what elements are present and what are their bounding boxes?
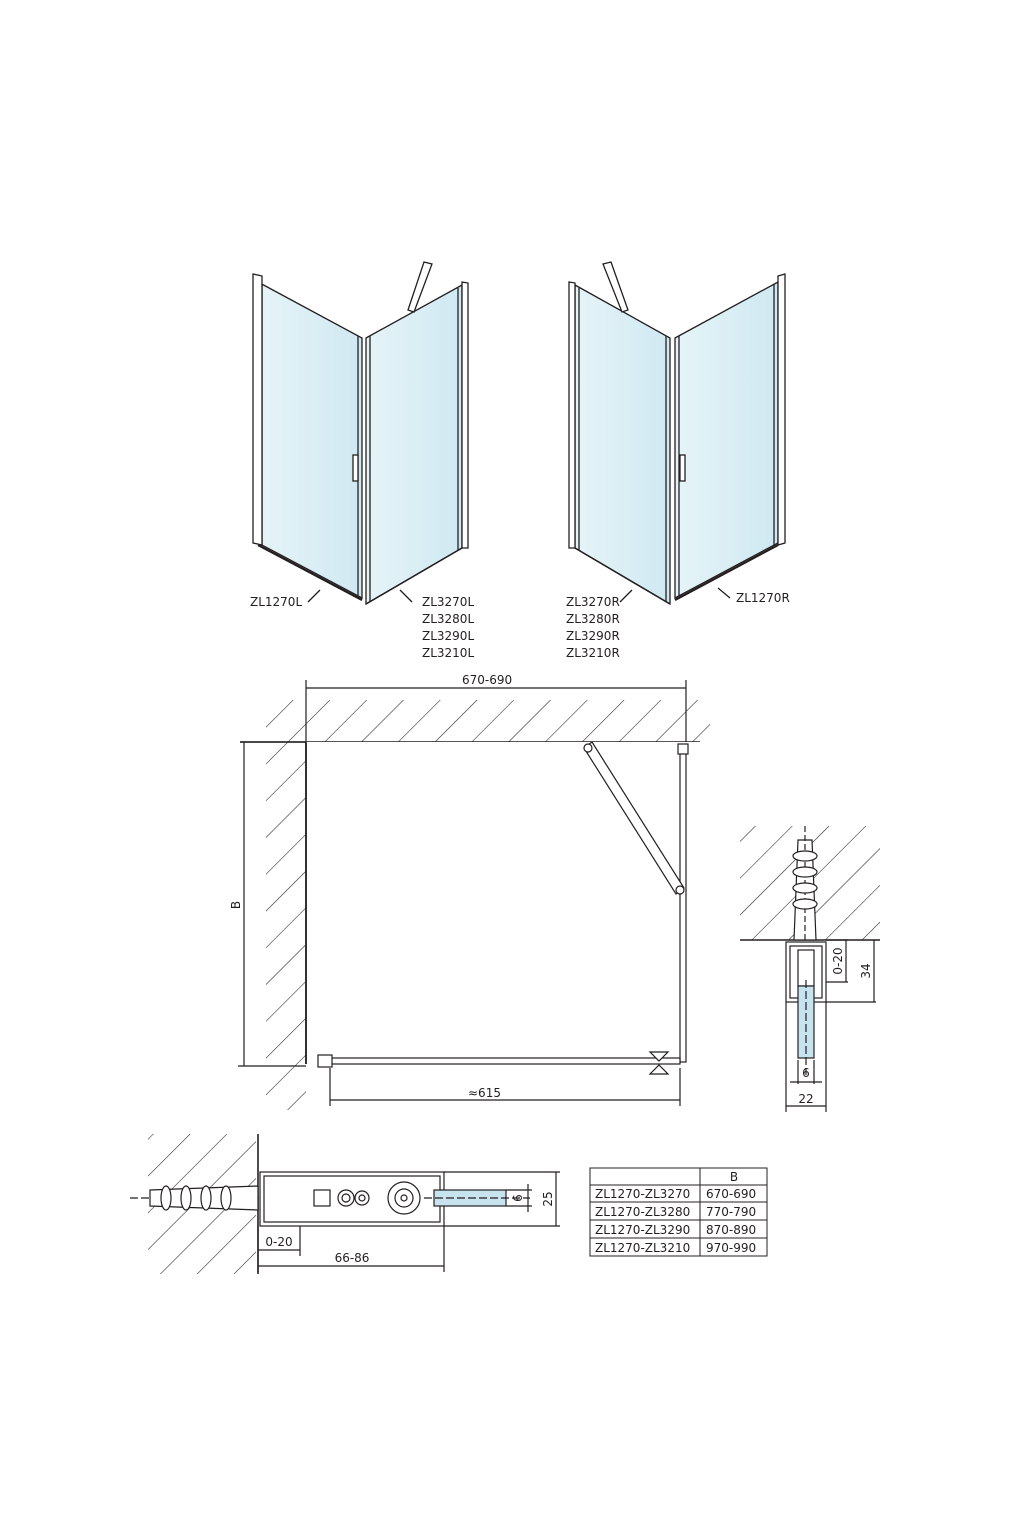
- panel-code-right-2: ZL3290R: [566, 629, 620, 643]
- size-table: [589, 1167, 768, 1257]
- table-row-0-model: ZL1270-ZL3270: [595, 1187, 690, 1201]
- detail-bottom-glass-dim: 6: [511, 1194, 525, 1202]
- detail-bottom: [130, 1134, 560, 1274]
- table-rows: ZL1270-ZL3270 670-690 ZL1270-ZL3280 770-…: [595, 1187, 756, 1255]
- stabilizer-bar-right: [602, 261, 629, 313]
- plan-width-dim: 670-690: [462, 673, 512, 687]
- panel-code-left-1: ZL3280L: [422, 612, 474, 626]
- enclosure-right-3d: [568, 261, 786, 606]
- door-glass-left: [257, 280, 363, 600]
- detail-side-adjust-dim: 0-20: [831, 947, 845, 974]
- door-handle-right: [679, 454, 686, 482]
- plan-depth-dim: B: [229, 901, 243, 909]
- panel-code-left-3: ZL3210L: [422, 646, 474, 660]
- table-row-2-model: ZL1270-ZL3290: [595, 1223, 690, 1237]
- table-row-2-b: 870-890: [706, 1223, 756, 1237]
- detail-side: [740, 826, 880, 1112]
- panel-codes-left: ZL3270L ZL3280L ZL3290L ZL3210L: [422, 595, 474, 660]
- table-row-0-b: 670-690: [706, 1187, 756, 1201]
- plan-door-dim: ≈615: [468, 1086, 501, 1100]
- detail-side-width-dim: 22: [798, 1092, 813, 1106]
- detail-side-profile-dim: 34: [859, 963, 873, 978]
- door-code-right: ZL1270R: [736, 591, 790, 605]
- table-row-3-b: 970-990: [706, 1241, 756, 1255]
- door-glass-right: [674, 280, 779, 600]
- stabilizer-bar-left: [407, 261, 433, 313]
- panel-code-right-1: ZL3280R: [566, 612, 620, 626]
- detail-bottom-adjust-dim: 0-20: [265, 1235, 292, 1249]
- door-code-left: ZL1270L: [250, 595, 302, 609]
- table-header-b: B: [730, 1170, 738, 1184]
- plan-view: [238, 680, 710, 1110]
- detail-bottom-height-dim: 25: [541, 1191, 555, 1206]
- enclosure-left-3d: [252, 261, 469, 606]
- panel-code-left-2: ZL3290L: [422, 629, 474, 643]
- wall-profile-top-right: [677, 743, 689, 755]
- panel-codes-right: ZL3270R ZL3280R ZL3290R ZL3210R: [566, 595, 620, 660]
- wall-left-hatch: [266, 742, 306, 1110]
- wall-top-hatch: [266, 700, 710, 742]
- door-handle-left: [352, 454, 359, 482]
- table-row-1-b: 770-790: [706, 1205, 756, 1219]
- table-row-3-model: ZL1270-ZL3210: [595, 1241, 690, 1255]
- table-row-1-model: ZL1270-ZL3280: [595, 1205, 690, 1219]
- panel-code-left-0: ZL3270L: [422, 595, 474, 609]
- detail-bottom-length-dim: 66-86: [335, 1251, 370, 1265]
- panel-code-right-3: ZL3210R: [566, 646, 620, 660]
- detail-side-glass-dim: 6: [802, 1066, 810, 1080]
- panel-code-right-0: ZL3270R: [566, 595, 620, 609]
